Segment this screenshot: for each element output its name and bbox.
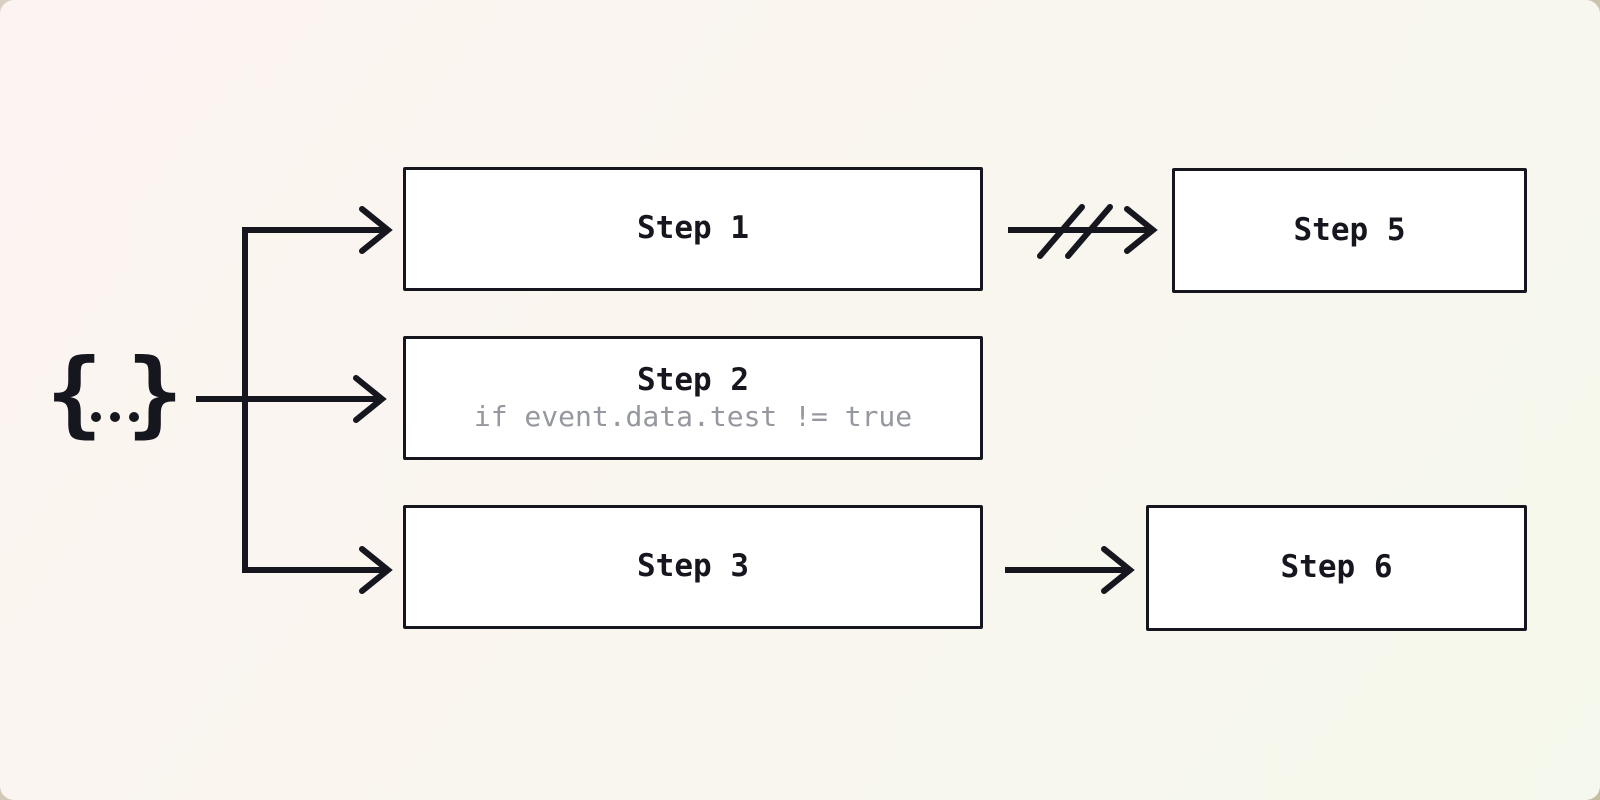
brace-right-icon: }	[126, 339, 184, 448]
node-step-2[interactable]: Step 2 if event.data.test != true	[403, 336, 983, 460]
node-step-2-label: Step 2	[637, 361, 749, 398]
ellipsis-dots-icon	[90, 412, 139, 422]
node-step-1[interactable]: Step 1	[403, 167, 983, 291]
connector-event-step2-arrowhead-icon	[353, 375, 387, 423]
connector-event-step3-arrowhead-icon	[359, 546, 393, 594]
event-payload-icon: { }	[46, 346, 183, 442]
node-step-5[interactable]: Step 5	[1172, 168, 1527, 293]
connector-step3-step6-arrowhead-icon	[1101, 546, 1135, 594]
connector-branch-trunk	[242, 227, 384, 573]
cancel-slash-icon	[1065, 204, 1113, 259]
node-step-2-condition: if event.data.test != true	[473, 400, 913, 434]
cancel-slash-icon	[1037, 204, 1085, 259]
node-step-6[interactable]: Step 6	[1146, 505, 1527, 631]
node-step-3-label: Step 3	[637, 548, 749, 585]
node-step-5-label: Step 5	[1293, 211, 1406, 248]
node-step-1-label: Step 1	[637, 210, 749, 247]
connector-event-step1-arrowhead-icon	[359, 206, 393, 254]
connector-step1-step5-arrowhead-icon	[1124, 206, 1158, 254]
node-step-3[interactable]: Step 3	[403, 505, 983, 629]
brace-left-icon: {	[46, 339, 103, 448]
node-step-6-label: Step 6	[1280, 549, 1393, 586]
